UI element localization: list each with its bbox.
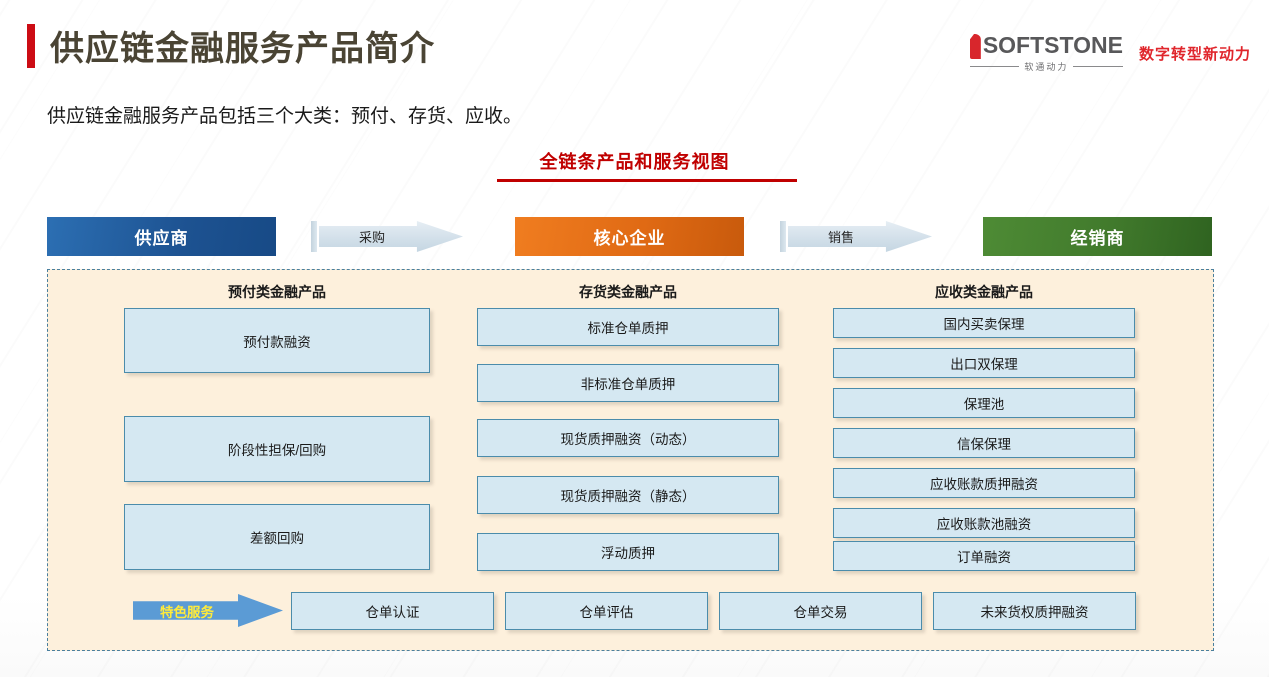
special-service-arrow: 特色服务 (133, 594, 283, 627)
flow-arrow-purchase-label: 采购 (358, 230, 385, 245)
column-heading-receivable: 应收类金融产品 (935, 284, 1033, 300)
logo-rule-right (1073, 66, 1123, 67)
product-box[interactable]: 保理池 (833, 388, 1135, 418)
product-box[interactable]: 浮动质押 (477, 533, 779, 571)
special-service-box[interactable]: 仓单评估 (505, 592, 708, 630)
arrow-tail (780, 221, 786, 252)
product-box[interactable]: 阶段性担保/回购 (124, 416, 430, 482)
column-heading-prepaid: 预付类金融产品 (228, 284, 326, 300)
product-box[interactable]: 应收账款池融资 (833, 508, 1135, 538)
role-banner-supplier: 供应商 (47, 217, 276, 256)
flow-arrow-sales-label: 销售 (827, 230, 854, 245)
page-title: 供应链金融服务产品简介 (50, 30, 435, 68)
logo-rule-left (969, 66, 1020, 67)
product-box[interactable]: 国内买卖保理 (833, 308, 1135, 338)
company-logo: SOFTSTONE 软通动力 数字转型新动力 (969, 32, 1251, 73)
product-box[interactable]: 出口双保理 (833, 348, 1135, 378)
product-box[interactable]: 现货质押融资（静态） (477, 476, 779, 514)
role-banner-core-enterprise: 核心企业 (515, 217, 744, 256)
product-box[interactable]: 现货质押融资（动态） (477, 419, 779, 457)
logo-slogan: 数字转型新动力 (1138, 45, 1251, 63)
product-box[interactable]: 预付款融资 (124, 308, 430, 373)
title-accent-bar (27, 24, 35, 68)
section-title-text: 全链条产品和服务视图 (539, 152, 730, 172)
section-title: 全链条产品和服务视图 (0, 148, 1269, 174)
flow-arrow-sales: 销售 (780, 221, 932, 252)
logo-chinese-text: 软通动力 (1024, 62, 1069, 72)
product-box[interactable]: 订单融资 (833, 541, 1135, 571)
logo-chinese-row: 软通动力 (969, 60, 1123, 73)
logo-mark: SOFTSTONE 软通动力 (969, 32, 1123, 73)
arrow-tail (311, 221, 317, 252)
product-box[interactable]: 非标准仓单质押 (477, 364, 779, 402)
logo-wordmark-text: SOFTSTONE (982, 32, 1123, 58)
logo-wordmark: SOFTSTONE (969, 32, 1123, 59)
page-subtitle: 供应链金融服务产品包括三个大类：预付、存货、应收。 (47, 106, 523, 127)
product-box[interactable]: 标准仓单质押 (477, 308, 779, 346)
product-box[interactable]: 差额回购 (124, 504, 430, 570)
logo-i-icon (969, 34, 981, 59)
product-box[interactable]: 应收账款质押融资 (833, 468, 1135, 498)
special-service-label: 特色服务 (160, 604, 214, 620)
section-title-underline (497, 179, 797, 182)
flow-arrow-purchase: 采购 (311, 221, 463, 252)
special-service-box[interactable]: 仓单交易 (719, 592, 922, 630)
column-heading-inventory: 存货类金融产品 (579, 284, 677, 300)
special-service-box[interactable]: 未来货权质押融资 (933, 592, 1136, 630)
product-box[interactable]: 信保保理 (833, 428, 1135, 458)
role-banner-dealer: 经销商 (983, 217, 1212, 256)
special-service-box[interactable]: 仓单认证 (291, 592, 494, 630)
